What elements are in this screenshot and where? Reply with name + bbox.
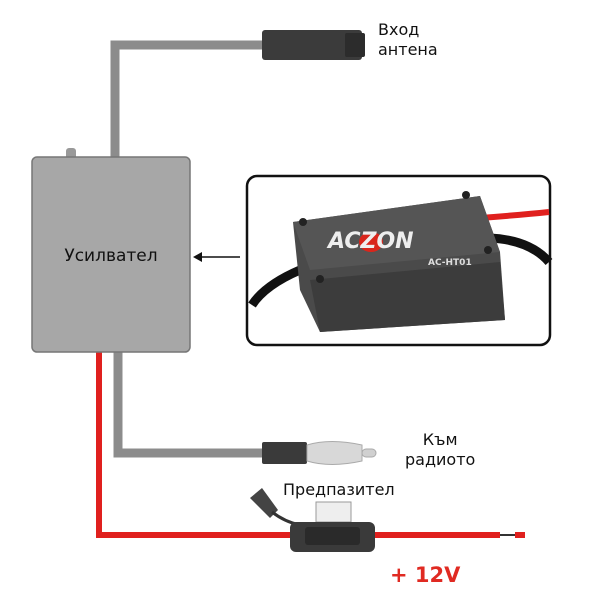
- fuse-holder: [250, 488, 375, 552]
- power-12v-label: + 12V: [390, 563, 461, 587]
- antenna-input-connector: [262, 30, 365, 60]
- to-radio-label-line2: радиото: [405, 450, 476, 469]
- radio-output-cable: [113, 350, 270, 458]
- model-label: AC-HT01: [428, 258, 472, 268]
- arrow-icon: [193, 252, 240, 262]
- antenna-input-label-line1: Вход: [378, 20, 420, 39]
- radio-plug: [262, 441, 377, 465]
- logo-z-badge: [359, 232, 383, 252]
- antenna-input-label-line2: антена: [378, 40, 438, 59]
- amplifier-box: [31, 156, 191, 353]
- amplifier-label: Усилвател: [64, 246, 158, 266]
- to-radio-label-line1: Към: [422, 430, 458, 449]
- to-radio-label: Към радиото: [405, 430, 475, 470]
- antenna-input-cable: [110, 40, 268, 160]
- product-photo: [248, 191, 553, 332]
- fuse-label: Предпазител: [283, 480, 395, 499]
- antenna-input-label: Вход антена: [378, 20, 438, 60]
- brand-logo: ACZON: [328, 229, 414, 254]
